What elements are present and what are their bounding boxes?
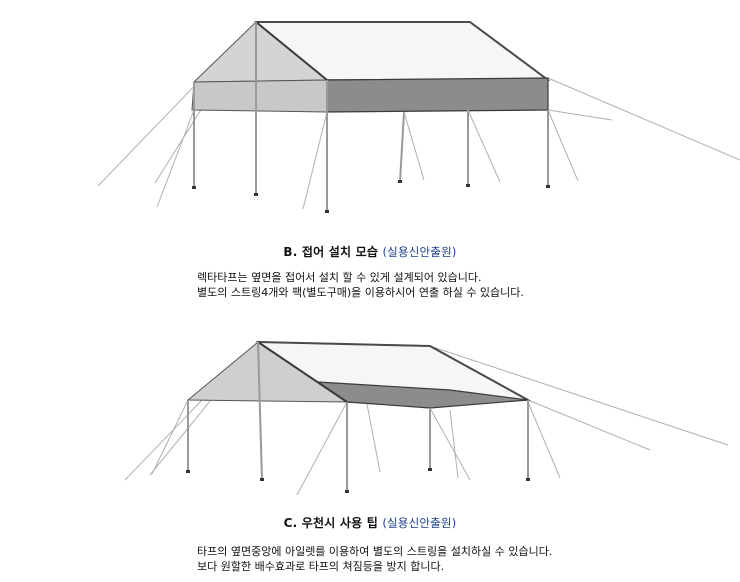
poles-b bbox=[193, 22, 549, 212]
section-c-title-text: C. 우천시 사용 팁 bbox=[283, 516, 378, 530]
tarp-rain-illustration bbox=[124, 341, 729, 496]
tarp-folded-illustration bbox=[97, 21, 740, 213]
tarp-front-panel bbox=[326, 77, 549, 113]
section-b-description: 렉타타프는 옆면을 접어서 설치 할 수 있게 설계되어 있습니다. 별도의 스… bbox=[197, 270, 524, 300]
section-b-title-text: B. 접어 설치 모습 bbox=[283, 245, 379, 259]
section-b-line-2: 별도의 스트링4개와 팩(별도구매)을 이용하시어 연출 하실 수 있습니다. bbox=[197, 286, 524, 299]
section-b-line-1: 렉타타프는 옆면을 접어서 설치 할 수 있게 설계되어 있습니다. bbox=[197, 271, 482, 284]
pegs-c bbox=[186, 468, 530, 493]
pegs-b bbox=[192, 180, 550, 213]
tarp-folded-flap bbox=[191, 79, 328, 113]
section-c-line-2: 보다 원할한 배수효과로 타프의 쳐짐등을 방지 합니다. bbox=[197, 560, 445, 573]
section-c-note: (실용신안출원) bbox=[382, 516, 457, 530]
section-c-description: 타프의 옆면중앙에 아일렛를 이용하여 별도의 스트링을 설치하실 수 있습니다… bbox=[197, 544, 552, 574]
poles-c bbox=[187, 341, 529, 492]
section-c-title: C. 우천시 사용 팁 (실용신안출원) bbox=[0, 514, 740, 531]
section-b-note: (실용신안출원) bbox=[382, 245, 457, 259]
section-b-title: B. 접어 설치 모습 (실용신안출원) bbox=[0, 243, 740, 260]
section-c-line-1: 타프의 옆면중앙에 아일렛를 이용하여 별도의 스트링을 설치하실 수 있습니다… bbox=[197, 545, 553, 558]
